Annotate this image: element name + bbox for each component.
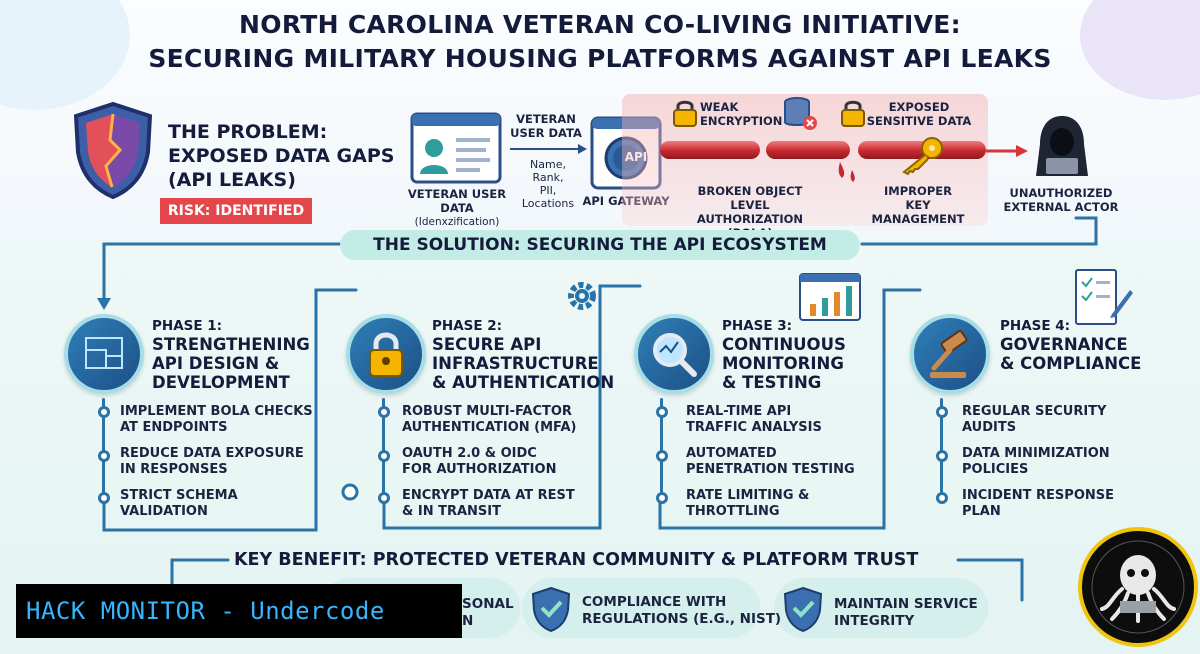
phase-2-item-1: Robust Multi-FactorAuthentication (MFA) — [402, 404, 577, 435]
page-title: North Carolina Veteran Co-Living Initiat… — [148, 10, 1052, 73]
phase-3-magnifier-icon — [634, 314, 714, 394]
phase-4-title: PHASE 4: GOVERNANCE & COMPLIANCE — [1000, 318, 1142, 373]
phase-3-item-3: Rate limiting &throttling — [686, 488, 810, 519]
broken-shield-icon — [73, 101, 153, 200]
hooded-hacker-icon — [1036, 116, 1088, 176]
phase-3-dot-2 — [656, 450, 668, 462]
phase-3-title: PHASE 3: CONTINUOUS MONITORING & TESTING — [722, 318, 846, 392]
phase-4-item-2: Data minimizationpolicies — [962, 446, 1110, 477]
user-data-label: VETERAN USER DATA (Idenxzification) — [407, 187, 507, 228]
document-checklist-icon — [1075, 269, 1133, 325]
phase-3-dot-1 — [656, 406, 668, 418]
external-actor-label: UNAUTHORIZED EXTERNAL ACTOR — [1003, 186, 1119, 214]
phase-1-title: PHASE 1: STRENGTHENING API DESIGN & DEVE… — [152, 318, 310, 392]
weak-encryption-label: WEAK ENCRYPTION — [700, 100, 783, 128]
phase-2-dot-3 — [378, 492, 390, 504]
phase-4-dot-2 — [936, 450, 948, 462]
benefit-text-2: Compliance with regulations (e.g., NIST) — [582, 594, 782, 627]
database-error-icon — [784, 97, 817, 130]
risk-badge: RISK: IDENTIFIED — [160, 198, 312, 224]
phase-1-item-1: Implement BOLA checksat endpoints — [120, 404, 313, 435]
phase-4-item-3: Incident responseplan — [962, 488, 1114, 519]
api-gateway-icon-text: API — [612, 150, 660, 164]
veteran-user-data-label: VETERAN USER DATA — [510, 112, 582, 140]
shield-check-icon-2 — [783, 586, 823, 632]
problem-title: The Problem: Exposed Data Gaps (API Leak… — [168, 121, 395, 191]
phase-2-dot-2 — [378, 450, 390, 462]
broken-pipe-segment-1 — [660, 141, 760, 159]
phase-1-dot-3 — [98, 492, 110, 504]
data-fields-list: Name, Rank, PII, Locations — [521, 158, 575, 210]
phase-2-item-3: Encrypt data at rest& in transit — [402, 488, 575, 519]
gear-icon — [568, 282, 596, 310]
phase-1-item-3: Strict schemavalidation — [120, 488, 238, 519]
phase-4-item-1: Regular securityaudits — [962, 404, 1107, 435]
phase-3-item-1: Real-time APItraffic analysis — [686, 404, 822, 435]
key-benefit-title: KEY BENEFIT: PROTECTED VETERAN COMMUNITY… — [234, 550, 919, 570]
phase-4-dot-1 — [936, 406, 948, 418]
phase-1-dot-1 — [98, 406, 110, 418]
phase-2-item-2: OAuth 2.0 & OIDCfor Authorization — [402, 446, 557, 477]
phase-1-blueprint-icon — [64, 314, 144, 394]
solution-banner: THE SOLUTION: SECURING THE API ECOSYSTEM — [340, 230, 860, 260]
bar-chart-icon — [799, 273, 861, 321]
leak-drops-icon — [838, 162, 855, 182]
arrow-to-actor-icon — [986, 145, 1028, 157]
exposed-data-label: EXPOSED SENSITIVE DATA — [866, 100, 972, 128]
arrow-right-icon — [510, 144, 587, 154]
phase-2-padlock-icon — [346, 314, 426, 394]
phase-1-dot-2 — [98, 450, 110, 462]
phase-3-item-2: Automatedpenetration testing — [686, 446, 855, 477]
phase-1-item-2: Reduce data exposurein responses — [120, 446, 304, 477]
api-gateway-label: API GATEWAY — [582, 194, 669, 208]
phase-4-gavel-icon — [910, 314, 990, 394]
benefit-text-3: Maintain service integrity — [834, 596, 978, 629]
phase-2-dot-1 — [378, 406, 390, 418]
key-management-label: IMPROPER KEY MANAGEMENT — [871, 184, 965, 226]
hack-monitor-banner: HACK MONITOR - Undercode — [16, 584, 462, 638]
padlock-open-icon — [841, 100, 865, 127]
phase-3-dot-3 — [656, 492, 668, 504]
api-gateway-icon — [590, 116, 662, 190]
shield-check-icon — [531, 586, 571, 632]
phase-4-dot-3 — [936, 492, 948, 504]
padlock-icon — [673, 100, 697, 127]
broken-pipe-segment-2 — [766, 141, 850, 159]
phase-2-title: PHASE 2: SECURE API INFRASTRUCTURE & AUT… — [432, 318, 615, 392]
benefit-text-1: SONAL N — [462, 596, 514, 629]
octopus-seal-logo — [1078, 527, 1198, 647]
user-profile-window-icon — [410, 112, 502, 184]
key-icon — [902, 137, 943, 176]
